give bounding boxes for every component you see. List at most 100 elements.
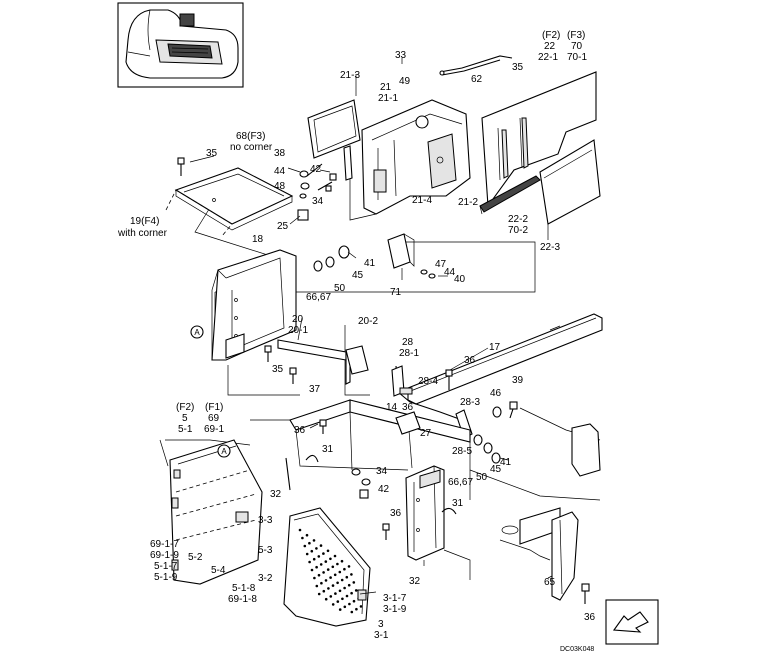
part-21-upper-cover bbox=[343, 99, 471, 221]
label-22-1: 22-1 bbox=[538, 52, 558, 63]
label-28-1: 28-1 bbox=[399, 348, 419, 359]
label-44-top: 44 bbox=[274, 166, 286, 177]
label-66-67-upper: 66,67 bbox=[306, 292, 331, 303]
label-3-3: 3-3 bbox=[258, 515, 273, 526]
part-14-main-frame bbox=[289, 399, 471, 500]
label-50-upper: 50 bbox=[334, 283, 346, 294]
grille-hole bbox=[305, 552, 309, 556]
label-47: 47 bbox=[435, 259, 447, 270]
grille-hole bbox=[347, 565, 351, 568]
label-32-upper: 32 bbox=[270, 489, 282, 500]
grille-hole bbox=[352, 599, 356, 603]
label-41-lower: 41 bbox=[500, 457, 512, 468]
grille-hole bbox=[331, 565, 335, 569]
label-20-1: 20-1 bbox=[288, 325, 308, 336]
label-42-top: 42 bbox=[310, 164, 322, 175]
label-34-lower: 34 bbox=[376, 466, 388, 477]
label-36-bottom: 36 bbox=[584, 612, 596, 623]
label-21: 21 bbox=[380, 82, 392, 93]
part-28-5-post bbox=[405, 465, 445, 561]
grille-hole bbox=[322, 589, 326, 593]
grille-hole bbox=[326, 568, 330, 571]
label-with-corner: with corner bbox=[117, 228, 168, 239]
grille-hole bbox=[336, 562, 339, 566]
grille-hole bbox=[354, 589, 358, 592]
label-35-mid: 35 bbox=[272, 364, 284, 375]
grille-hole bbox=[329, 576, 332, 579]
label-28-3: 28-3 bbox=[460, 397, 480, 408]
grille-hole bbox=[359, 605, 363, 608]
grille-hole bbox=[308, 541, 311, 545]
label-36-mid: 36 bbox=[464, 355, 476, 366]
label-leaders bbox=[189, 58, 553, 595]
grille-hole bbox=[317, 555, 321, 558]
grille-hole bbox=[329, 595, 333, 598]
fastener-group-upper bbox=[177, 157, 337, 221]
label-50-lower: 50 bbox=[476, 472, 488, 483]
grille-hole bbox=[317, 592, 321, 596]
part-5-door-left bbox=[169, 439, 263, 585]
direction-indicator-box bbox=[605, 599, 659, 645]
part-21-3-window bbox=[307, 99, 361, 159]
label-3: 3 bbox=[378, 619, 384, 630]
grille-hole bbox=[350, 591, 353, 595]
grille-hole bbox=[310, 568, 314, 572]
label-f3-top: (F3) bbox=[567, 30, 585, 41]
label-62: 62 bbox=[471, 74, 483, 85]
label-3-1-7: 3-1-7 bbox=[383, 593, 407, 604]
label-no-corner: no corner bbox=[230, 142, 273, 153]
part-17-rail bbox=[407, 313, 603, 405]
label-5-1-8: 5-1-8 bbox=[232, 583, 256, 594]
part-68-floor-plate bbox=[165, 167, 294, 237]
label-40: 40 bbox=[454, 274, 466, 285]
label-f1: (F1) bbox=[205, 402, 223, 413]
label-f2-left: (F2) bbox=[176, 402, 194, 413]
label-21-1: 21-1 bbox=[378, 93, 398, 104]
grille-hole bbox=[324, 597, 328, 601]
label-41-upper: 41 bbox=[364, 258, 376, 269]
grille-hole bbox=[348, 602, 351, 606]
label-21-2: 21-2 bbox=[458, 197, 478, 208]
grille-hole bbox=[343, 567, 346, 571]
label-49: 49 bbox=[399, 76, 411, 87]
grille-hole bbox=[347, 583, 351, 587]
grille-hole bbox=[341, 597, 344, 601]
grille-hole bbox=[322, 571, 325, 574]
part-number-labels: 21-3 33 49 62 35 (F2) 22 22-1 (F3) 70 70… bbox=[117, 30, 596, 653]
label-21-3: 21-3 bbox=[340, 70, 360, 81]
grille-hole bbox=[301, 536, 304, 540]
label-34-top: 34 bbox=[312, 196, 324, 207]
label-35-left: 35 bbox=[206, 148, 218, 159]
grille-hole bbox=[317, 573, 321, 577]
diagram-code: DC03K048 bbox=[560, 646, 594, 653]
label-45-upper: 45 bbox=[352, 270, 364, 281]
grille-hole bbox=[319, 544, 323, 547]
label-5-1-7: 5-1-7 bbox=[154, 561, 178, 572]
label-70: 70 bbox=[571, 41, 583, 52]
label-42-lower: 42 bbox=[378, 484, 390, 495]
label-39: 39 bbox=[512, 375, 524, 386]
grille-hole bbox=[336, 600, 340, 603]
label-68-f3: 68(F3) bbox=[236, 131, 265, 142]
label-3-2: 3-2 bbox=[258, 573, 273, 584]
label-5-4: 5-4 bbox=[211, 565, 226, 576]
label-5-2: 5-2 bbox=[188, 552, 203, 563]
callout-a-lower: A bbox=[217, 444, 231, 458]
washer-set-upper bbox=[313, 245, 357, 272]
label-33: 33 bbox=[395, 50, 407, 61]
callout-a-upper: A bbox=[190, 325, 204, 339]
grille-hole bbox=[343, 586, 346, 590]
label-22-3: 22-3 bbox=[540, 242, 560, 253]
label-36-center: 36 bbox=[402, 402, 414, 413]
label-70-1: 70-1 bbox=[567, 52, 587, 63]
grille-hole bbox=[345, 594, 349, 598]
label-18: 18 bbox=[252, 234, 264, 245]
label-3-1: 3-1 bbox=[374, 630, 389, 641]
grille-hole bbox=[319, 563, 323, 566]
part-71-bracket bbox=[387, 233, 436, 279]
grille-hole bbox=[352, 581, 356, 584]
callout-a-upper-text: A bbox=[194, 328, 200, 337]
grille-hole bbox=[333, 573, 337, 577]
